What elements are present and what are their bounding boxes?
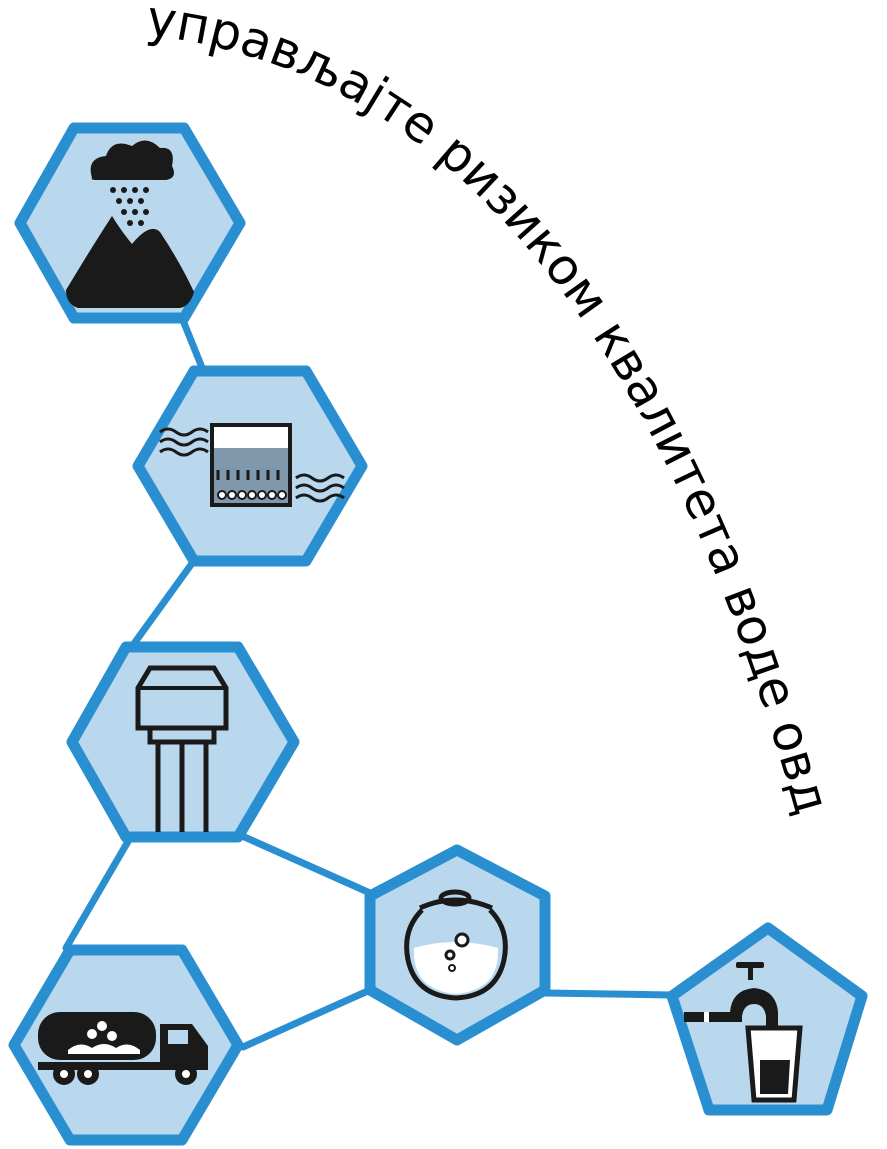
water-pot-icon [404, 889, 508, 1001]
node-storage [66, 641, 300, 843]
connectors [62, 314, 676, 1051]
connector-catchment-treatment [178, 314, 207, 374]
node-household [364, 844, 551, 1046]
tap-and-glass-icon [684, 962, 803, 1103]
water-tower-icon [135, 665, 229, 832]
water-treatment-tank-icon [159, 423, 345, 507]
node-consumption [666, 922, 868, 1116]
node-transport [8, 944, 244, 1146]
connector-storage-transport [62, 834, 134, 952]
connector-storage-household [236, 831, 374, 897]
node-catchment [14, 122, 246, 324]
node-treatment [132, 365, 368, 567]
rain-cloud-mountain-icon [66, 140, 194, 308]
water-tanker-truck-icon [38, 1012, 208, 1085]
connector-transport-household [239, 986, 374, 1051]
connector-treatment-storage [129, 558, 197, 649]
connector-household-consumption [541, 989, 676, 999]
